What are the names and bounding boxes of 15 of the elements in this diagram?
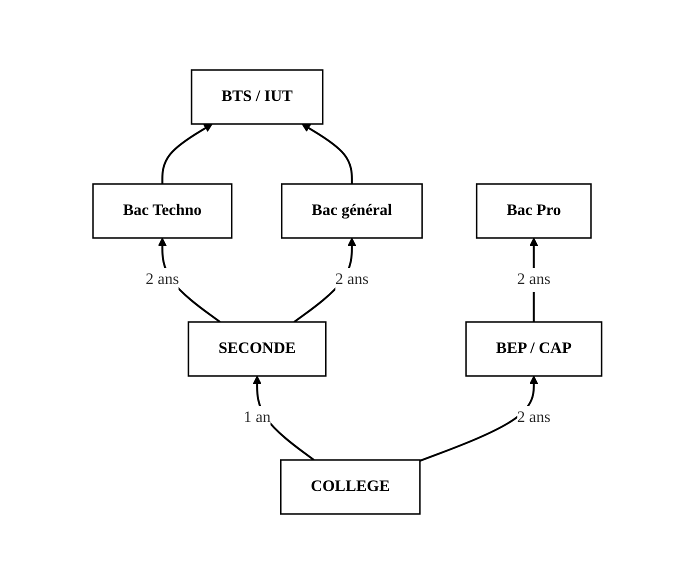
arrow xyxy=(301,124,353,184)
edge-label: 2 ans xyxy=(145,270,179,288)
node-box: COLLEGE xyxy=(280,459,420,515)
edge-label: 2 ans xyxy=(516,270,550,288)
node-box: BTS / IUT xyxy=(190,69,324,125)
node-box: Bac Pro xyxy=(476,183,592,239)
node-box: Bac Techno xyxy=(92,183,232,239)
arrow xyxy=(419,376,538,462)
node-box: SECONDE xyxy=(187,321,326,377)
edge-label: 1 an xyxy=(243,408,270,426)
node-box: BEP / CAP xyxy=(464,321,602,377)
edge-label: 2 ans xyxy=(334,270,368,288)
edge-label: 2 ans xyxy=(516,408,550,426)
node-box: Bac général xyxy=(280,183,423,239)
arrow xyxy=(161,124,212,184)
